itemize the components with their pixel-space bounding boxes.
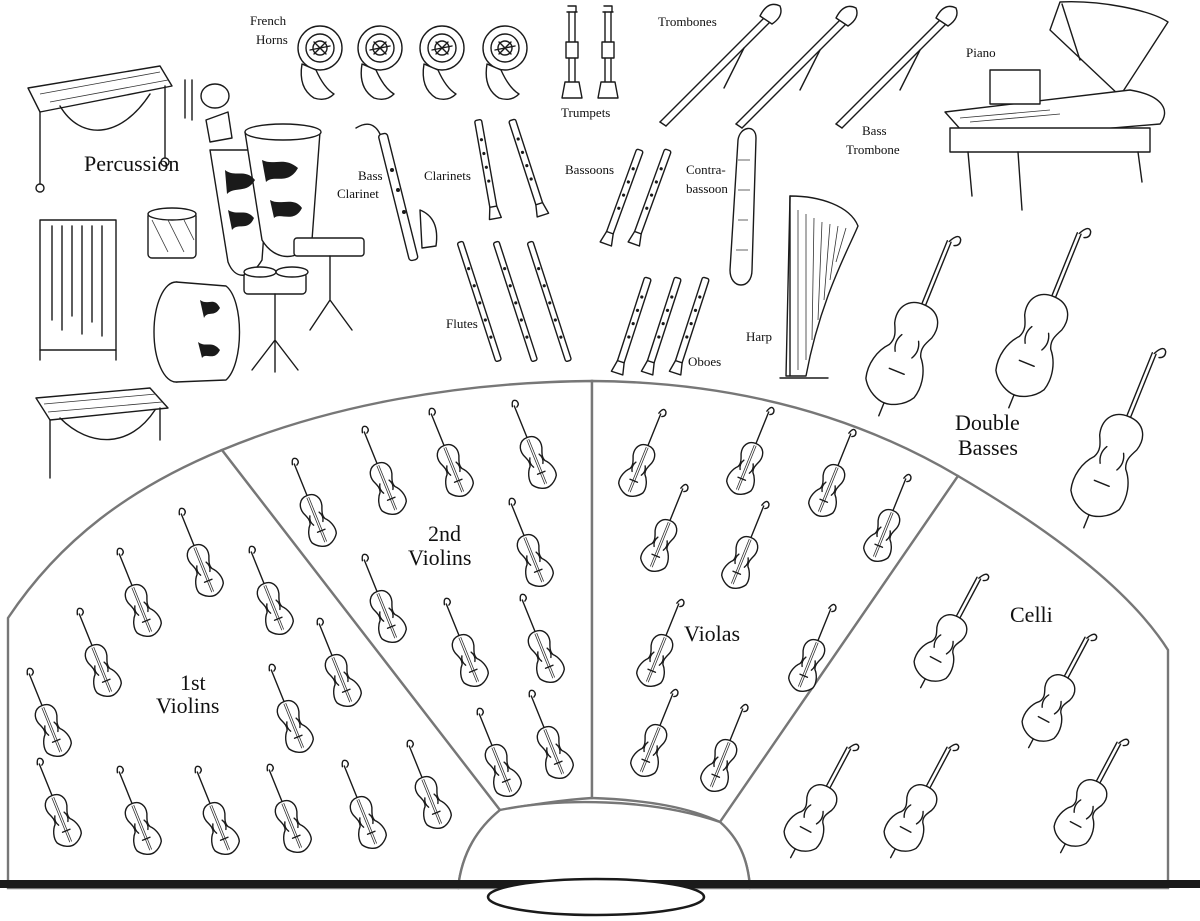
- label-contrabassoon-2: bassoon: [686, 181, 728, 196]
- label-french-horns-2: Horns: [256, 32, 288, 47]
- harp-instrument: [779, 195, 859, 379]
- percussion-instruments: [27, 65, 365, 479]
- label-contrabassoon-1: Contra-: [686, 162, 726, 177]
- label-bass-trombone-2: Trombone: [846, 142, 900, 157]
- labels-layer: French Horns Trumpets Trombones Piano Pe…: [84, 13, 1053, 718]
- label-first-violins-2: Violins: [156, 693, 219, 718]
- contrabassoon-instrument: [729, 127, 757, 286]
- label-bass-clarinet-1: Bass: [358, 168, 383, 183]
- label-bass-trombone-1: Bass: [862, 123, 887, 138]
- flutes-instruments: [456, 240, 573, 363]
- label-harp: Harp: [746, 329, 772, 344]
- label-flutes: Flutes: [446, 316, 478, 331]
- label-trombones: Trombones: [658, 14, 717, 29]
- label-trumpets: Trumpets: [561, 105, 610, 120]
- label-first-violins-1: 1st: [180, 670, 206, 695]
- label-percussion: Percussion: [84, 151, 179, 176]
- trumpets: [561, 5, 619, 99]
- label-violas: Violas: [684, 621, 740, 646]
- label-second-violins-1: 2nd: [428, 521, 461, 546]
- label-double-basses-2: Basses: [958, 435, 1018, 460]
- label-piano: Piano: [966, 45, 996, 60]
- label-double-basses-1: Double: [955, 410, 1020, 435]
- label-clarinets: Clarinets: [424, 168, 471, 183]
- label-french-horns-1: French: [250, 13, 287, 28]
- label-bass-clarinet-2: Clarinet: [337, 186, 379, 201]
- clarinets-instruments: [471, 117, 550, 221]
- bass-clarinet-instrument: [355, 123, 438, 262]
- conductor-stand: [486, 877, 706, 917]
- label-celli: Celli: [1010, 602, 1053, 627]
- label-bassoons: Bassoons: [565, 162, 614, 177]
- conductor-podium: [456, 800, 752, 890]
- french-horns: [297, 25, 528, 101]
- string-sections: [0, 379, 1200, 917]
- label-second-violins-2: Violins: [408, 545, 471, 570]
- bass-trombone: [835, 5, 958, 129]
- piano-instrument: [944, 1, 1169, 211]
- label-oboes: Oboes: [688, 354, 721, 369]
